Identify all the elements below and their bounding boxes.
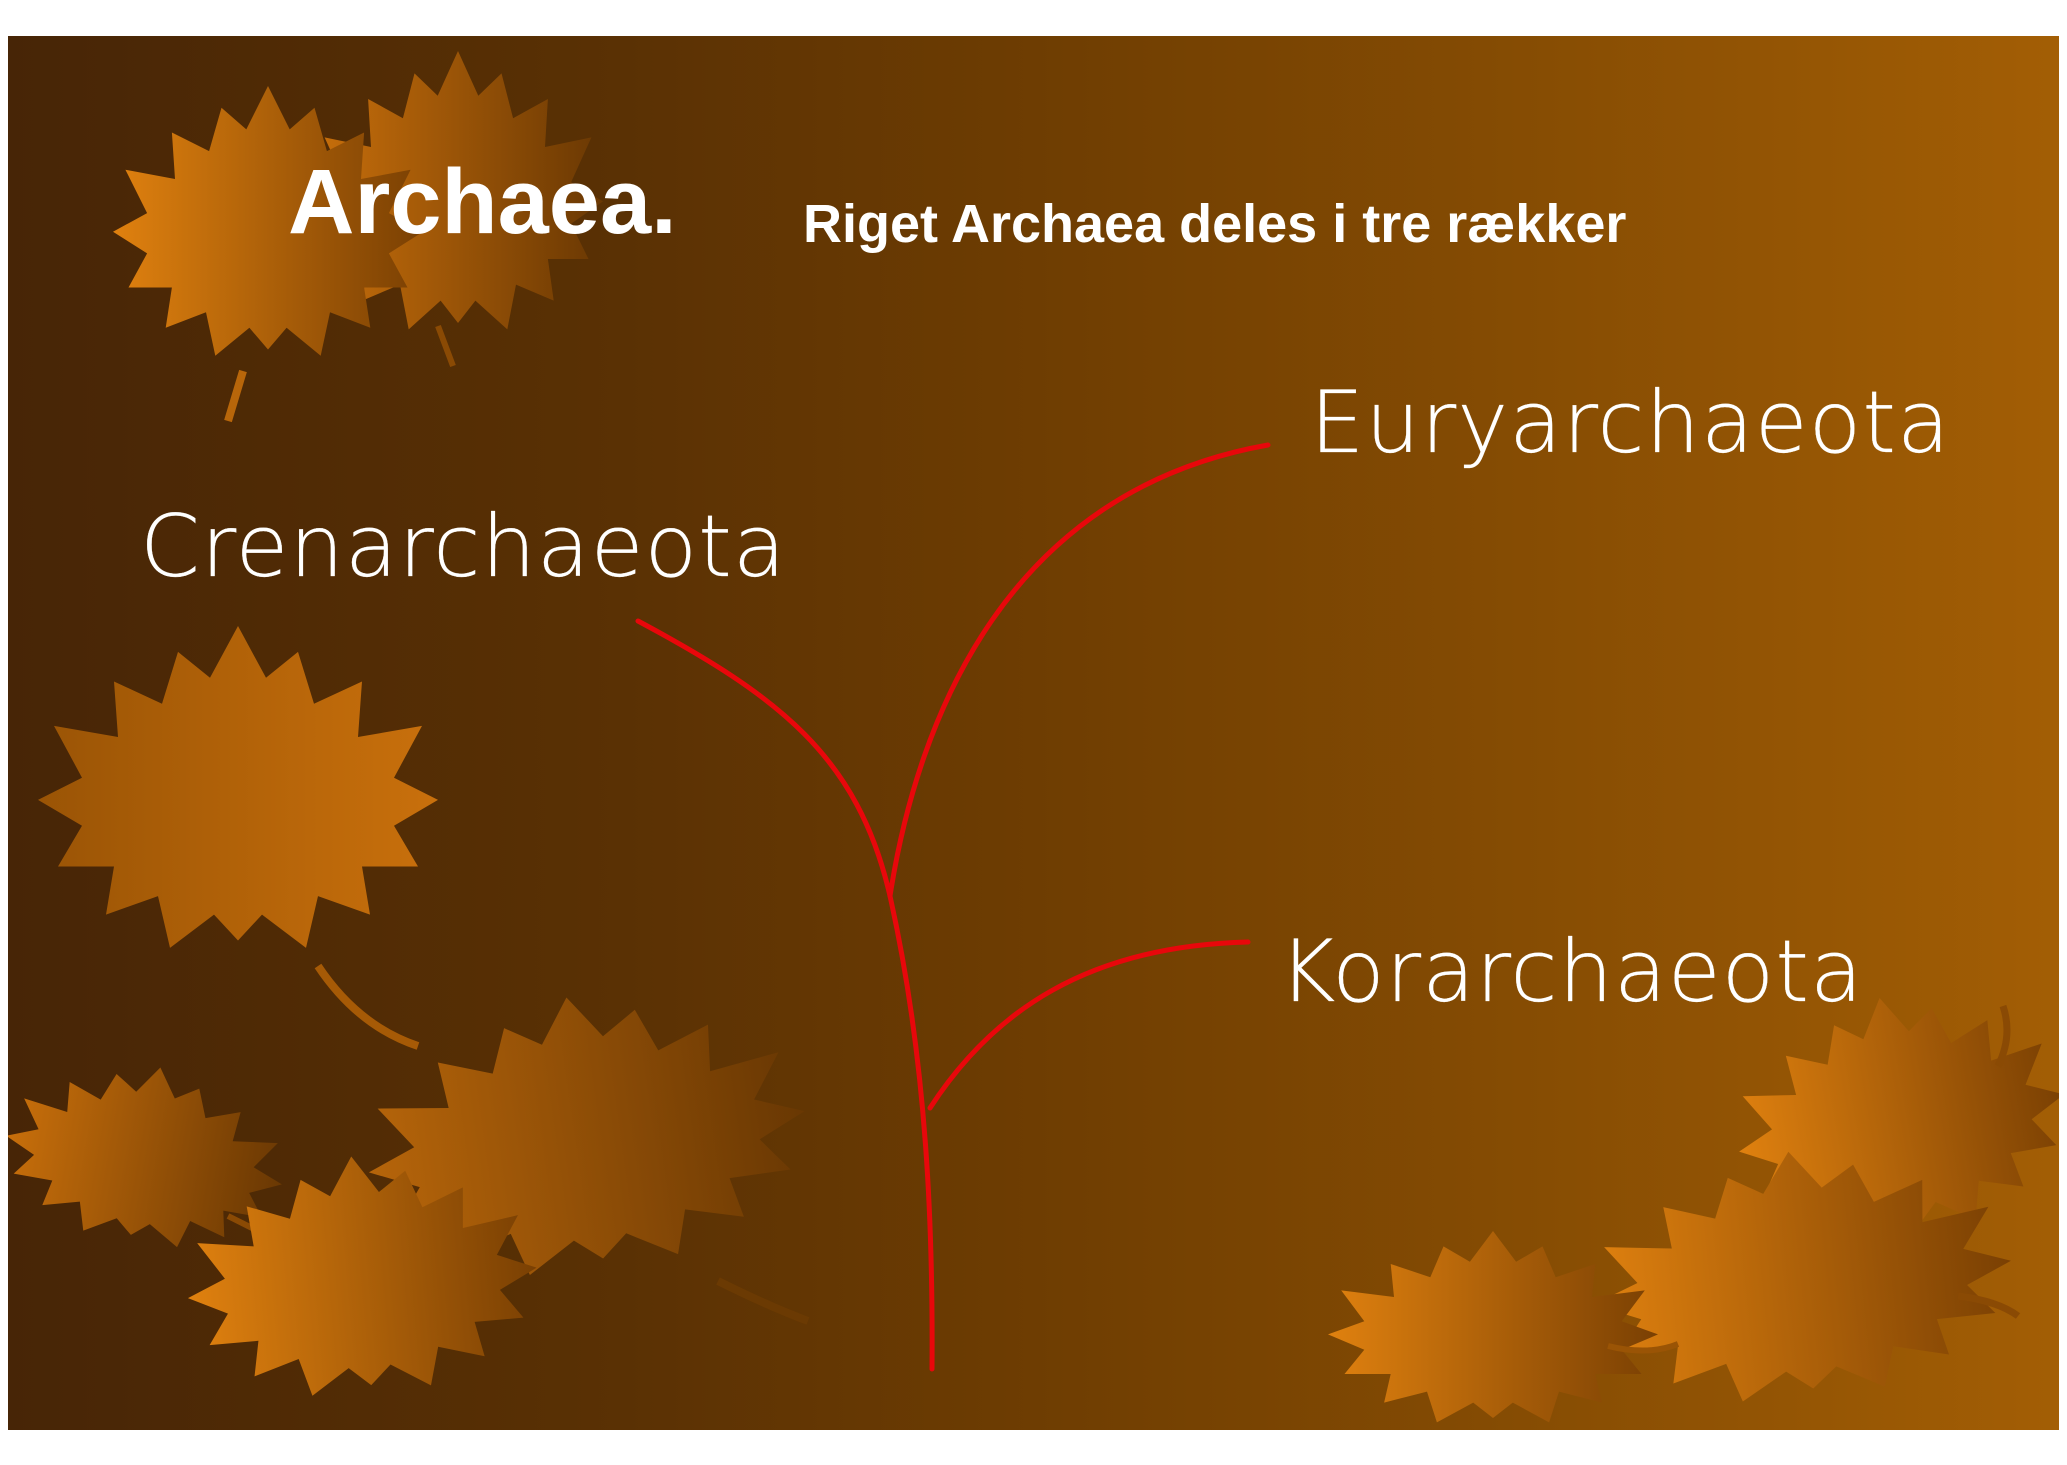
- branch-korarchaeota: [927, 939, 1251, 1111]
- label-korarchaeota: Korarchaeota: [1279, 922, 1864, 1022]
- maple-leaf-icon: [1717, 969, 2059, 1259]
- slide-title: Archaea.: [288, 151, 677, 253]
- maple-leaf-icon: [38, 626, 438, 1050]
- label-crenarchaeota: Crenarchaeota: [140, 497, 787, 597]
- maple-leaf-icon: [113, 86, 424, 423]
- branch-euryarchaeota: [887, 442, 1271, 899]
- slide-subtitle: Riget Archaea deles i tre rækker: [803, 194, 1627, 254]
- maple-leaf-icon: [1328, 1231, 1680, 1423]
- maple-leaf-icon: [1579, 1129, 2023, 1416]
- phylogenetic-tree: [635, 442, 1271, 1372]
- tree-trunk: [887, 893, 935, 1372]
- decoration-layer: [8, 51, 2059, 1423]
- maple-leaf-icon: [313, 51, 603, 368]
- branch-crenarchaeota: [635, 618, 893, 899]
- slide-background: Archaea. Riget Archaea deles i tre række…: [8, 36, 2059, 1430]
- maple-leaf-icon: [348, 966, 822, 1325]
- label-euryarchaeota: Euryarchaeota: [1310, 373, 1951, 473]
